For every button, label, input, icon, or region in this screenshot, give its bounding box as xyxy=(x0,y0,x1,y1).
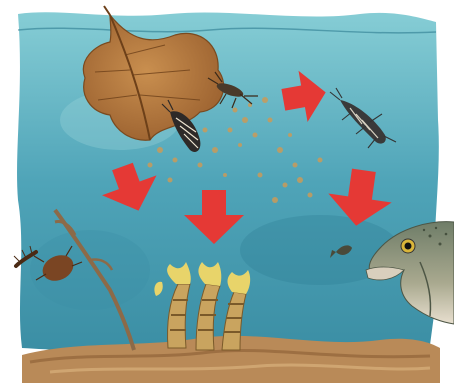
aquatic-food-web-illustration xyxy=(0,0,454,383)
scene-svg xyxy=(0,0,454,383)
